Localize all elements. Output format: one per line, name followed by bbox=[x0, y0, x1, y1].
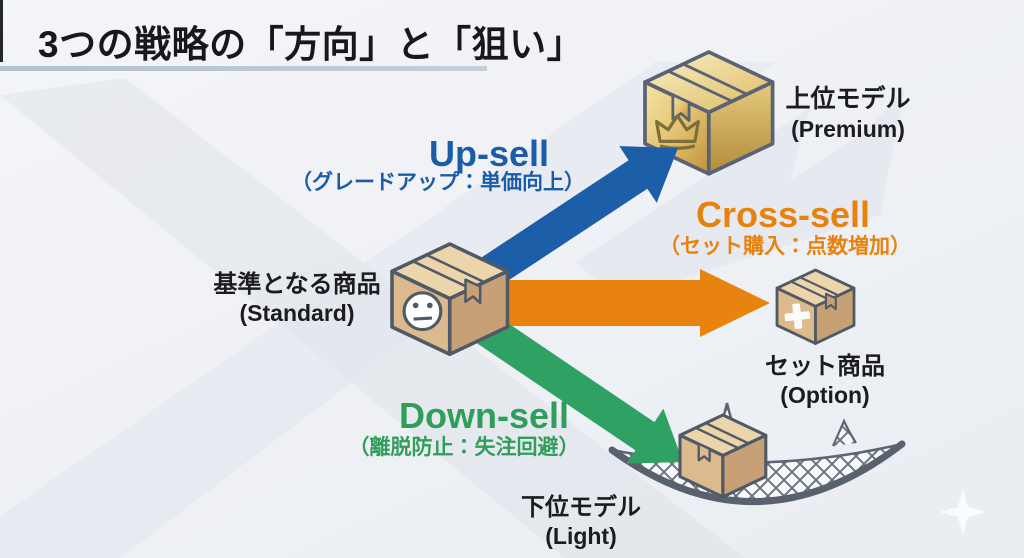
crosssell-label: Cross-sell bbox=[695, 194, 871, 235]
premium-name: 上位モデル bbox=[785, 85, 911, 113]
premium-alias: (Premium) bbox=[791, 115, 905, 142]
upsell-desc: （グレードアップ：単価向上） bbox=[291, 171, 585, 194]
plus-icon bbox=[784, 303, 811, 329]
light-name: 下位モデル bbox=[521, 494, 641, 521]
crosssell-desc: （セット購入：点数増加） bbox=[659, 235, 911, 258]
standard-name: 基準となる商品 bbox=[213, 271, 381, 298]
crosssell-arrow-icon bbox=[490, 269, 770, 337]
option-box-icon bbox=[775, 268, 856, 345]
light-box-icon bbox=[678, 413, 768, 499]
neutral-face-icon bbox=[402, 291, 443, 332]
option-label: セット商品 (Option) bbox=[765, 352, 885, 409]
page-title: 3つの戦略の「方向」と「狙い」 bbox=[38, 24, 585, 65]
option-alias: (Option) bbox=[780, 382, 870, 409]
light-alias: (Light) bbox=[545, 523, 617, 550]
standard-alias: (Standard) bbox=[239, 300, 355, 327]
sparkle-icon bbox=[939, 488, 987, 536]
downsell-arrow-icon bbox=[460, 303, 683, 464]
downsell-label: Down-sell bbox=[398, 395, 570, 436]
downsell-desc: （離脱防止：失注回避） bbox=[348, 436, 580, 459]
light-label: 下位モデル (Light) bbox=[521, 493, 641, 550]
upsell-label: Up-sell bbox=[428, 133, 550, 174]
standard-label: 基準となる商品 (Standard) bbox=[213, 270, 380, 327]
title-underline bbox=[0, 66, 487, 71]
left-edge-accent bbox=[0, 0, 3, 62]
premium-label: 上位モデル (Premium) bbox=[785, 84, 910, 143]
standard-box-icon bbox=[390, 242, 510, 357]
background-chevron bbox=[0, 62, 905, 558]
option-name: セット商品 bbox=[765, 353, 885, 380]
